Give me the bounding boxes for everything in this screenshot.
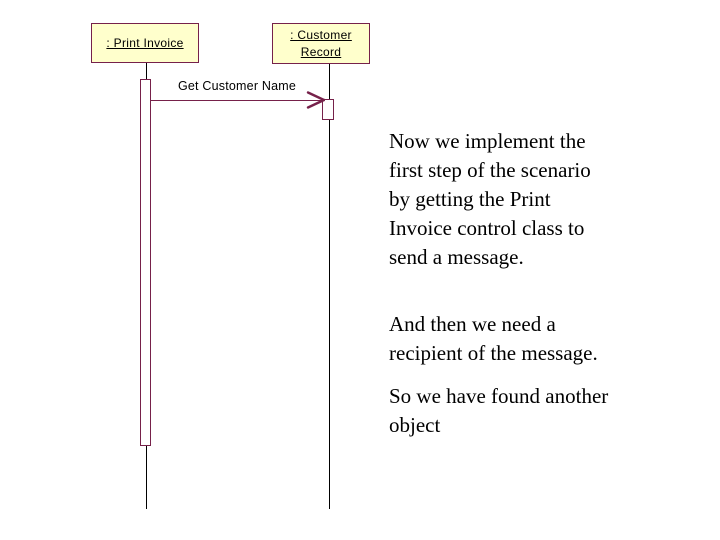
note-paragraph-3: So we have found another object — [389, 384, 609, 437]
note-paragraph-1: Now we implement the first step of the s… — [389, 129, 591, 269]
object-label-customer-record: : Customer Record — [290, 27, 352, 59]
message-arrow-line — [151, 100, 324, 101]
open-arrowhead-icon — [306, 91, 325, 109]
lifeline-customer-record — [329, 64, 330, 509]
message-label: Get Customer Name — [177, 79, 297, 93]
object-box-print-invoice: : Print Invoice — [91, 23, 199, 63]
object-label-print-invoice: : Print Invoice — [106, 35, 184, 50]
object-box-customer-record: : Customer Record — [272, 23, 370, 64]
activation-bar-print-invoice — [140, 79, 151, 446]
note-paragraph-2: And then we need a recipient of the mess… — [389, 312, 598, 365]
activation-bar-customer-record — [322, 99, 334, 120]
